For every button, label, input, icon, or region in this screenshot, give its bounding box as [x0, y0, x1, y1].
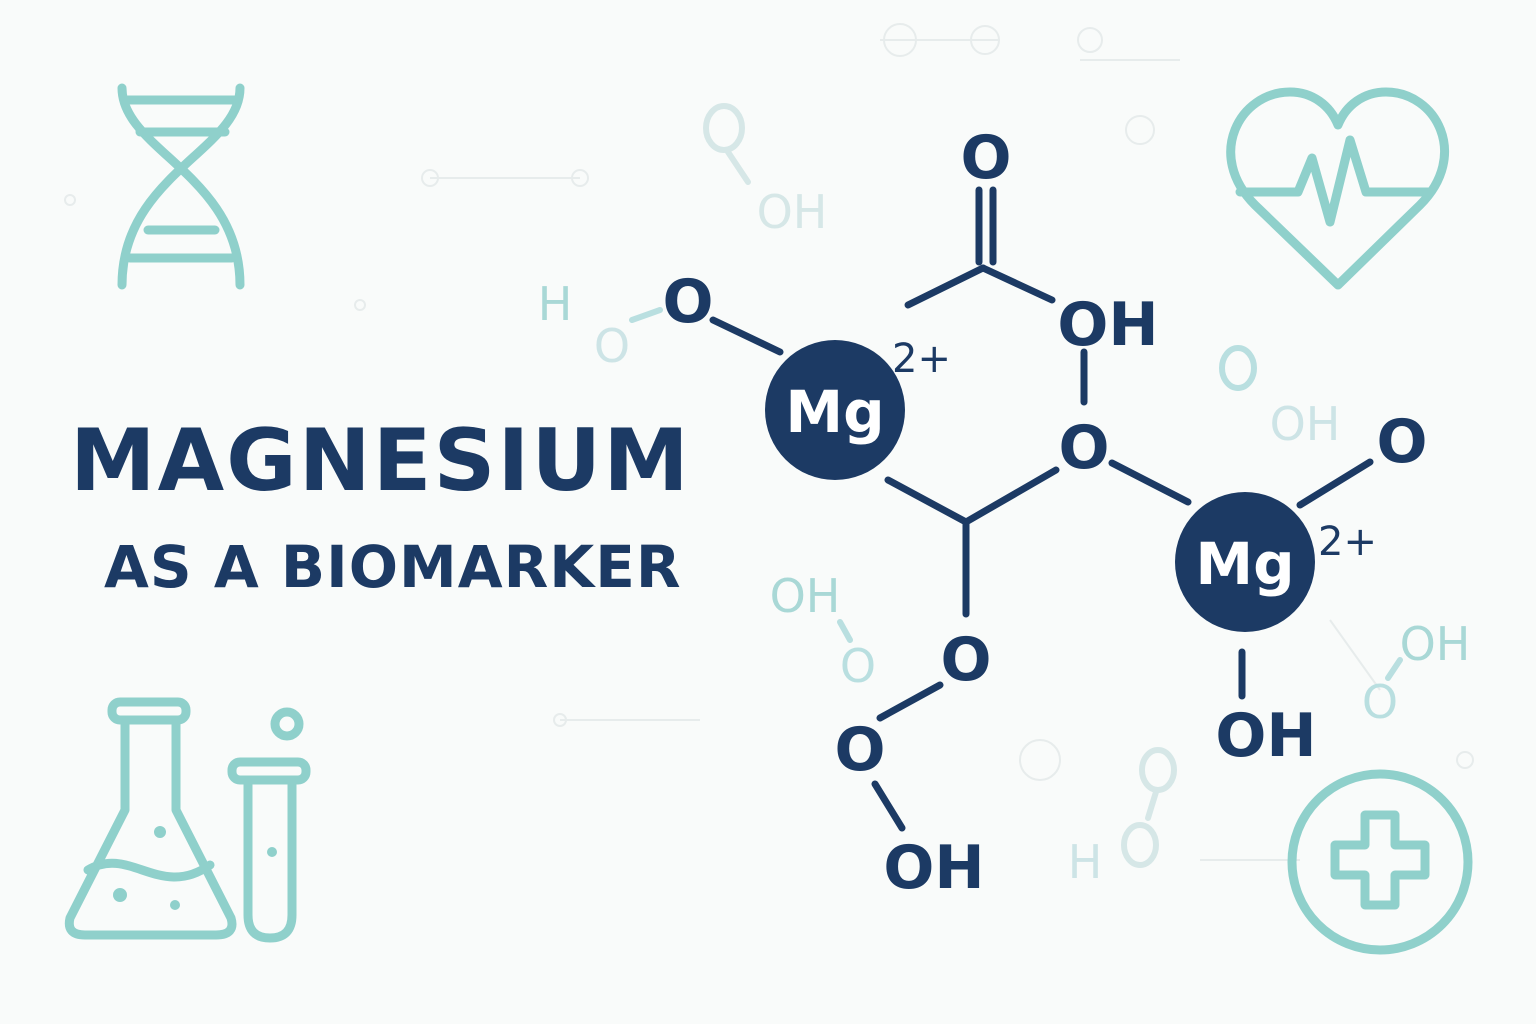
heart-pulse-icon [1226, 87, 1450, 290]
oxygen-label: O [1376, 407, 1427, 477]
test-tube-icon [227, 707, 311, 943]
dna-icon [117, 83, 245, 290]
faded-atoms: H O OH OH O OH OH O H [538, 185, 1471, 889]
oxygen-label: O [834, 715, 885, 785]
hydrogen-label: H [1068, 835, 1103, 889]
flask-icon [64, 697, 237, 940]
mg-label: Mg [785, 378, 884, 446]
oxygen-label: O [1362, 675, 1398, 729]
hydroxyl-label: OH [1400, 617, 1471, 671]
oxygen-label: O [594, 319, 630, 373]
hydroxyl-label: OH [883, 833, 984, 903]
medical-cross-icon [1287, 769, 1473, 955]
oxygen-label: O [1058, 413, 1109, 483]
hydrogen-label: H [538, 277, 573, 331]
oxygen-label: O [940, 625, 991, 695]
page-title: MAGNESIUM [70, 411, 691, 511]
oxygen-label: O [960, 123, 1011, 193]
molecule-bonds [709, 186, 1374, 832]
mg-charge: 2+ [1318, 519, 1377, 565]
hydroxyl-label: OH [1215, 701, 1316, 771]
decorative-fragments [703, 103, 1177, 868]
mg-atom-1: Mg [765, 340, 905, 480]
oxygen-label: O [840, 639, 876, 693]
hydroxyl-label: OH [770, 569, 841, 623]
oxygen-label: O [662, 267, 713, 337]
mg-label: Mg [1195, 530, 1294, 598]
hydroxyl-label: OH [757, 185, 828, 239]
hydroxyl-label: OH [1057, 290, 1158, 360]
teal-fragments [629, 307, 1403, 681]
hydroxyl-label: OH [1270, 397, 1341, 451]
mg-charge: 2+ [892, 336, 951, 382]
page-subtitle: AS A BIOMARKER [104, 533, 682, 601]
faint-network [64, 23, 1474, 861]
molecule-atoms: O O OH O O O O OH OH [662, 123, 1427, 903]
mg-atom-2: Mg [1175, 492, 1315, 632]
